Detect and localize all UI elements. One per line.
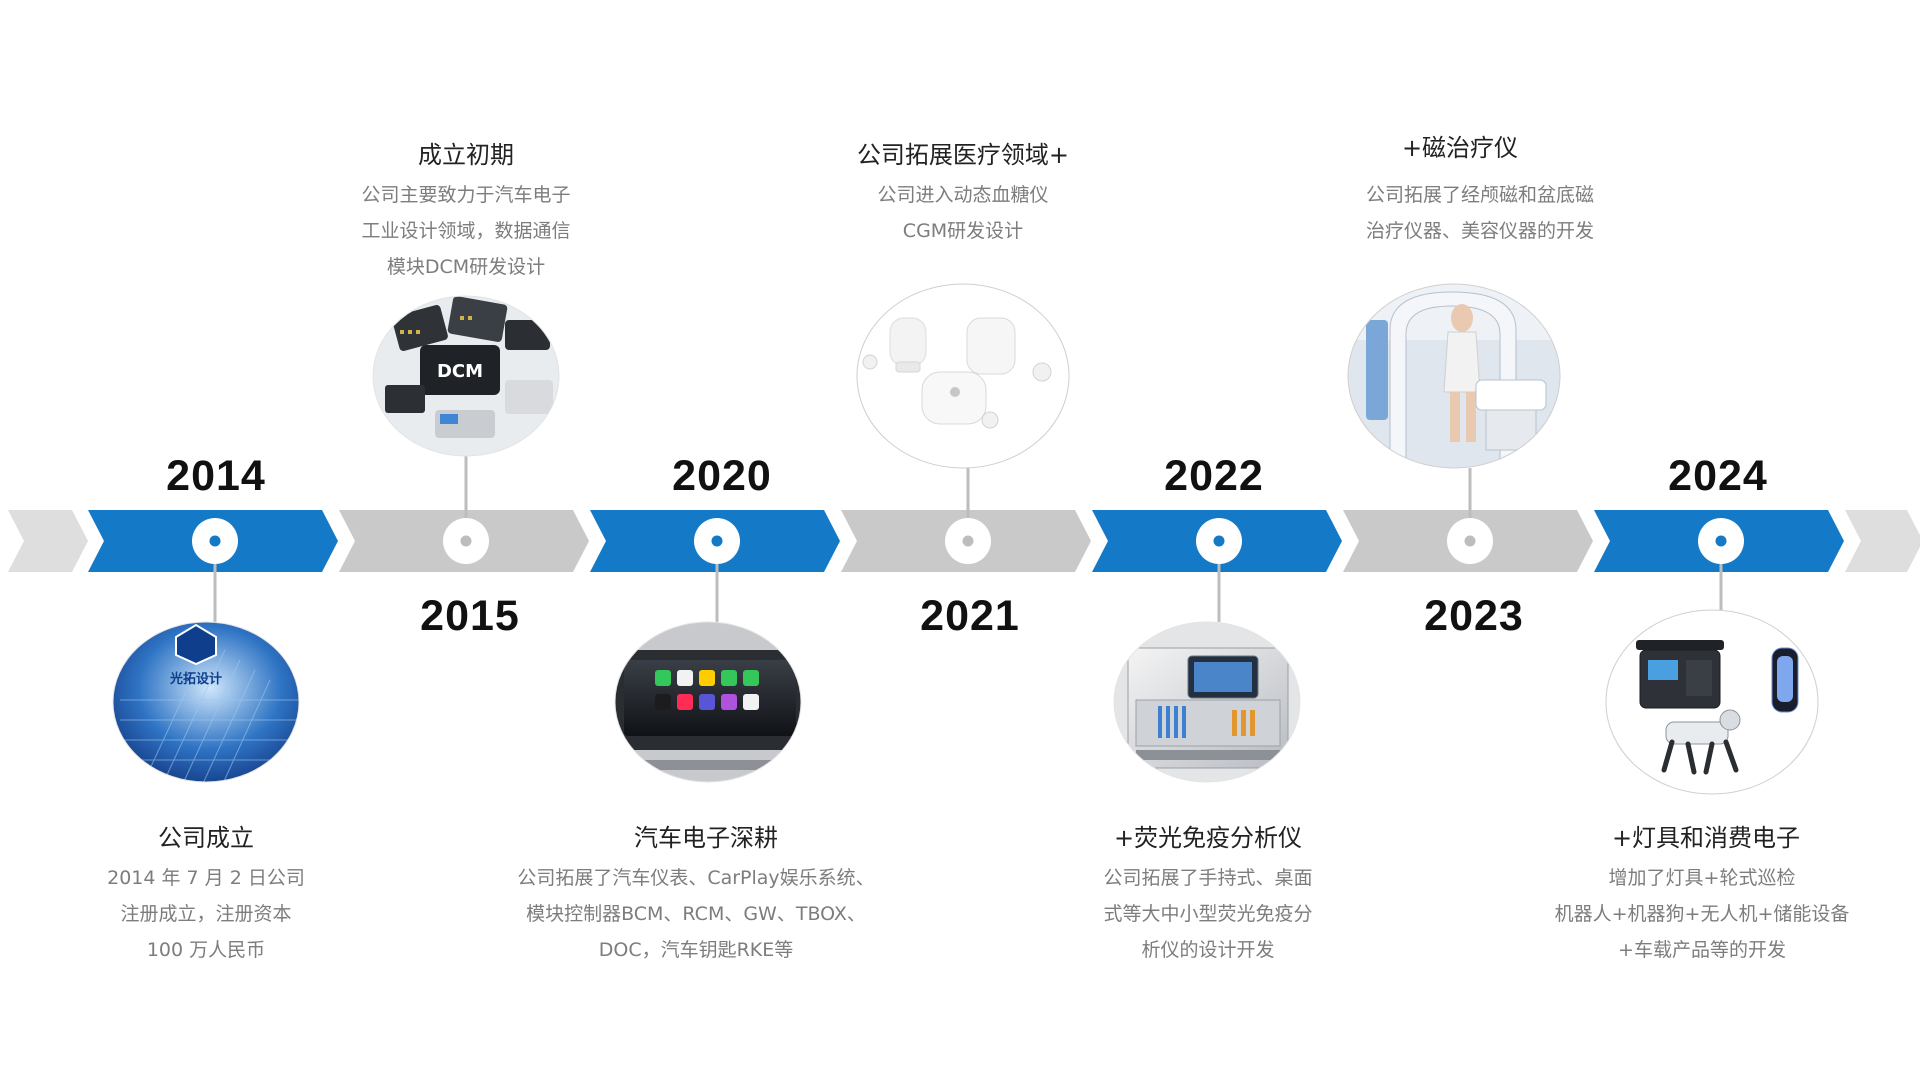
timeline-node-2022: [1196, 518, 1242, 564]
year-label-2022: 2022: [1164, 452, 1264, 500]
timeline-node-2020: [694, 518, 740, 564]
chevron-lead: [8, 510, 88, 572]
timeline-node-2014: [192, 518, 238, 564]
year-label-2015: 2015: [420, 592, 520, 640]
timeline-node-2021: [945, 518, 991, 564]
timeline-node-2024: [1698, 518, 1744, 564]
timeline-nodes: [192, 518, 1744, 564]
event-title-2022: +荧光免疫分析仪: [1113, 824, 1303, 852]
year-label-2024: 2024: [1668, 452, 1768, 500]
chevron-trail: [1845, 510, 1920, 572]
year-label-2021: 2021: [920, 592, 1020, 640]
fluorescence-analyzer-image: [1114, 622, 1300, 782]
electronic-modules-image: DCM: [373, 296, 559, 456]
dcm-module-label: DCM: [437, 361, 483, 382]
event-desc-2023: 公司拓展了经颅磁和盆底磁治疗仪器、美容仪器的开发: [1365, 184, 1594, 242]
event-title-2020: 汽车电子深耕: [634, 824, 778, 852]
glucose-monitor-devices-image: [857, 284, 1069, 468]
event-title-2023: +磁治疗仪: [1401, 134, 1519, 162]
office-building-logo-image: 光拓设计: [113, 622, 299, 782]
year-label-2020: 2020: [672, 452, 772, 500]
event-desc-2024: 增加了灯具+轮式巡检机器人+机器狗+无人机+储能设备+车载产品等的开发: [1554, 867, 1850, 961]
event-title-2021: 公司拓展医疗领域+: [856, 141, 1070, 169]
robot-dog-and-power-station-image: [1606, 610, 1818, 794]
year-label-2023: 2023: [1424, 592, 1524, 640]
timeline-node-2015: [443, 518, 489, 564]
event-desc-2022: 公司拓展了手持式、桌面式等大中小型荧光免疫分析仪的设计开发: [1103, 867, 1313, 961]
car-infotainment-screen-image: [615, 622, 801, 782]
magnetic-therapy-device-image: [1348, 284, 1560, 468]
logo-text: 光拓设计: [169, 671, 222, 687]
event-title-2024: +灯具和消费电子: [1611, 824, 1801, 852]
event-desc-2020: 公司拓展了汽车仪表、CarPlay娱乐系统、模块控制器BCM、RCM、GW、TB…: [517, 867, 875, 961]
event-desc-2015: 公司主要致力于汽车电子工业设计领域，数据通信模块DCM研发设计: [361, 184, 571, 278]
event-title-2014: 公司成立: [158, 824, 254, 852]
event-title-2015: 成立初期: [418, 141, 514, 169]
timeline-node-2023: [1447, 518, 1493, 564]
year-label-2014: 2014: [166, 452, 266, 500]
